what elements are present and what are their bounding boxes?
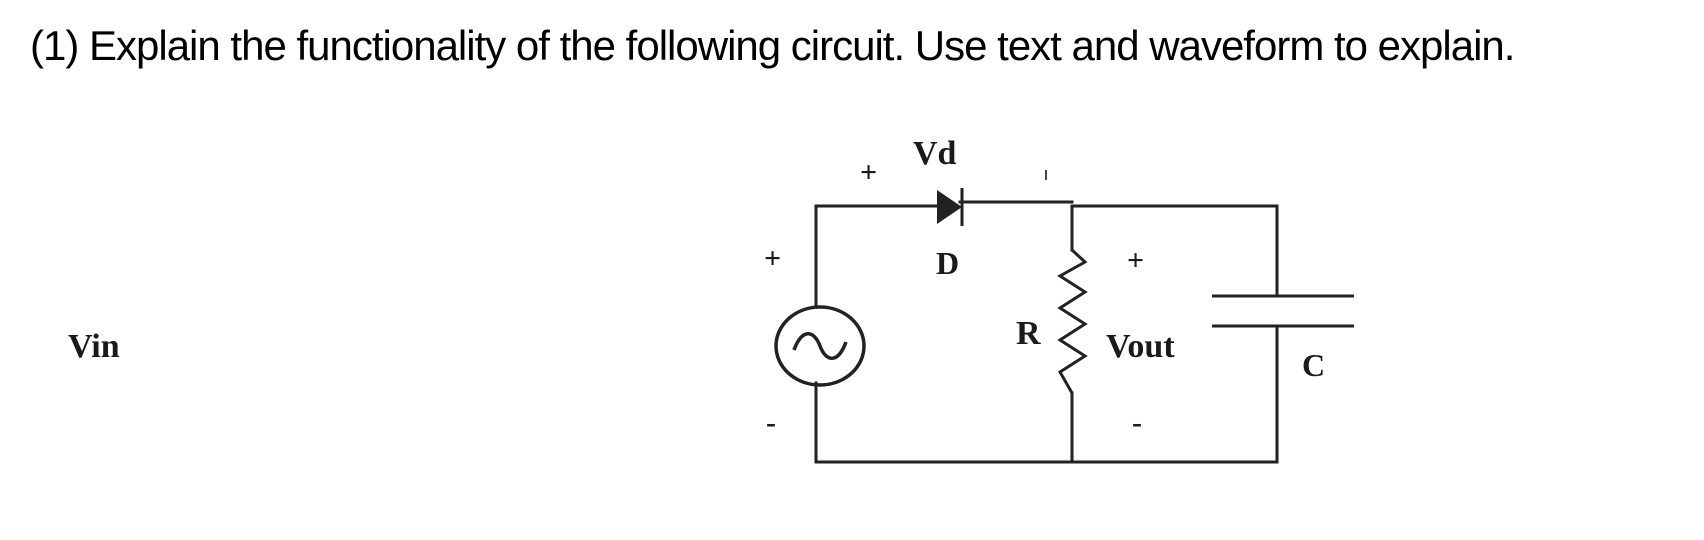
vd-label: Vd (913, 135, 957, 172)
vin-label: Vin (68, 328, 120, 365)
resistor-symbol (1057, 248, 1088, 394)
vout-plus-label: + (1127, 244, 1144, 277)
diode-symbol (937, 188, 964, 226)
resistor-label: R (1016, 315, 1041, 352)
ac-source-symbol (774, 305, 866, 387)
vin-plus-label: + (764, 242, 781, 275)
capacitor-symbol (1212, 294, 1354, 328)
vd-plus-label: + (860, 156, 877, 189)
vout-label: Vout (1106, 328, 1175, 365)
vin-minus-label: - (766, 406, 776, 439)
question-text: (1) Explain the functionality of the fol… (30, 22, 1515, 69)
capacitor-label: C (1302, 347, 1325, 383)
vout-minus-label: - (1132, 406, 1142, 439)
diode-label: D (936, 245, 959, 281)
